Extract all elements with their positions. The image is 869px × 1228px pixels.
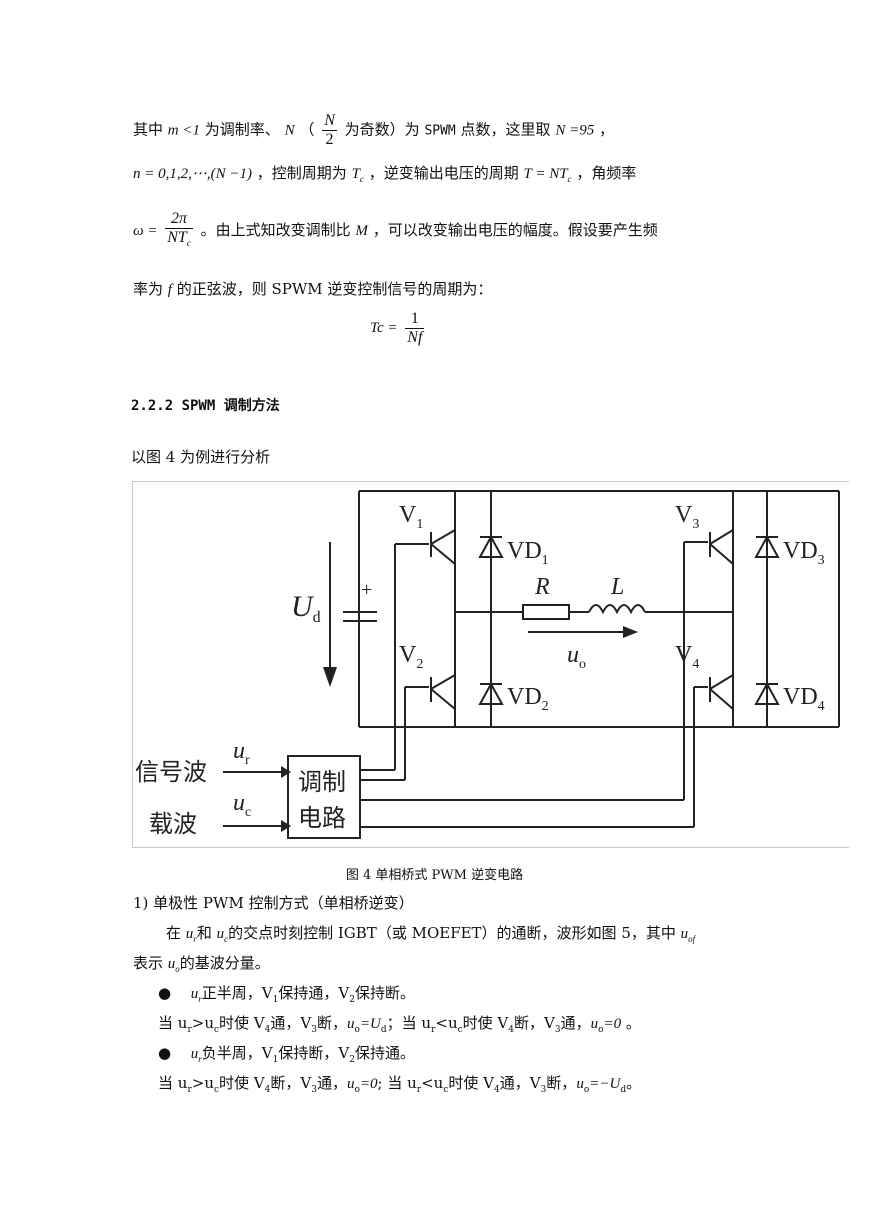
text: 为调制率、 xyxy=(204,120,280,139)
label-V2: V xyxy=(399,642,417,668)
label-carrier-wave: 载波 xyxy=(149,810,197,838)
text: 率为 xyxy=(133,280,164,298)
math-N: N xyxy=(284,122,295,139)
label-VD1: VD xyxy=(507,538,542,564)
text: ，可以改变输出电压的幅度。假设要产生频 xyxy=(372,221,658,240)
text-spwm: SPWM xyxy=(424,123,456,139)
svg-text:VD2: VD2 xyxy=(507,684,549,714)
math-M: M xyxy=(355,223,368,240)
list-item-1: 1) 单极性 PWM 控制方式（单相桥逆变） xyxy=(133,894,414,912)
label-VD4: VD xyxy=(783,684,818,710)
text: 。由上式知改变调制比 xyxy=(200,221,351,240)
figure-caption: 图 4 单相桥式 PWM 逆变电路 xyxy=(345,868,524,883)
condition-line-1: 当 ur>uc时使 V4通，V3断，uo=Ud；当 ur<uc时使 V4断，V3… xyxy=(158,1014,641,1035)
label-modulator-2: 电路 xyxy=(298,804,346,832)
fraction-1-over-Nf: 1 Nf xyxy=(405,310,425,347)
figure-4-circuit: V1 VD1 V2 VD2 V3 VD3 V4 VD4 R L + Ud uo … xyxy=(132,481,849,848)
paragraph-line-2: n = 0,1,2,⋯,(N −1) ，控制周期为 Tc ，逆变输出电压的周期 … xyxy=(133,162,636,184)
condition-line-2: 当 ur>uc时使 V4断，V3通，uo=0; 当 ur<uc时使 V4通，V3… xyxy=(158,1074,642,1095)
text: 其中 xyxy=(133,120,164,139)
paragraph-line-1: 其中 m <1 为调制率、 N （ N 2 为奇数）为 SPWM 点数，这里取 … xyxy=(133,112,614,149)
math-n-range: n = 0,1,2,⋯,(N −1) xyxy=(133,166,252,182)
label-R: R xyxy=(534,574,550,600)
bullet-item-2: ● ur负半周，V1保持断，V2保持通。 xyxy=(158,1044,415,1065)
math-N-95: N =95 xyxy=(555,122,595,139)
label-V1: V xyxy=(399,502,417,528)
fraction-2pi-over-NTc: 2π NTc xyxy=(165,210,193,252)
circuit-diagram: V1 VD1 V2 VD2 V3 VD3 V4 VD4 R L + Ud uo … xyxy=(135,490,840,839)
math-T-eq-NTc: T = NTc xyxy=(523,166,572,184)
bullet-icon: ● xyxy=(158,984,172,1002)
label-VD2: VD xyxy=(507,684,542,710)
svg-text:uo: uo xyxy=(567,642,586,672)
label-uo: u xyxy=(567,642,579,668)
label-modulator-1: 调制 xyxy=(298,768,346,796)
label-V4: V xyxy=(675,642,693,668)
intro-text: 以图 4 为例进行分析 xyxy=(131,448,271,466)
fraction-denominator: NTc xyxy=(165,228,193,252)
paragraph-line-4: 率为 f 的正弦波，则 SPWM 逆变控制信号的周期为： xyxy=(133,278,492,299)
text: 为奇数）为 xyxy=(344,120,420,139)
text: 的正弦波，则 SPWM 逆变控制信号的周期为： xyxy=(176,280,493,298)
svg-text:VD1: VD1 xyxy=(507,538,549,568)
bullet-item-1: ● ur正半周，V1保持通，V2保持断。 xyxy=(158,984,415,1005)
math-f: f xyxy=(167,282,172,298)
math-ur: ur xyxy=(185,926,197,944)
text: （ xyxy=(299,120,315,139)
math-uc: uc xyxy=(216,926,229,944)
svg-text:ur: ur xyxy=(233,738,250,768)
section-heading: 2.2.2 SPWM 调制方法 xyxy=(131,398,280,414)
fraction-numerator: N xyxy=(324,112,335,129)
math-Tc: Tc xyxy=(351,166,364,184)
svg-text:VD4: VD4 xyxy=(783,684,825,714)
svg-text:Ud: Ud xyxy=(291,590,321,626)
label-V3: V xyxy=(675,502,693,528)
text: ，控制周期为 xyxy=(256,164,347,182)
paragraph-unipolar-cont: 表示 uo的基波分量。 xyxy=(133,954,270,974)
fraction-N-over-2: N 2 xyxy=(322,112,337,149)
label-L: L xyxy=(610,574,624,600)
equation-Tc: Tc = 1 Nf xyxy=(370,310,427,347)
text: ， xyxy=(599,120,615,139)
label-ur: u xyxy=(233,738,245,764)
svg-text:VD3: VD3 xyxy=(783,538,825,568)
fraction-numerator: 1 xyxy=(410,310,419,327)
svg-text:V1: V1 xyxy=(399,502,423,532)
label-VD3: VD xyxy=(783,538,818,564)
svg-text:V4: V4 xyxy=(675,642,699,672)
math-uof: uof xyxy=(680,926,696,944)
bullet-icon: ● xyxy=(158,1044,172,1062)
svg-text:V2: V2 xyxy=(399,642,423,672)
label-uc: u xyxy=(233,790,245,816)
paragraph-line-3: ω = 2π NTc 。由上式知改变调制比 M ，可以改变输出电压的幅度。假设要… xyxy=(133,210,658,252)
svg-text:uc: uc xyxy=(233,790,251,820)
equation-lhs: Tc = xyxy=(370,320,398,336)
text: ，角频率 xyxy=(576,164,637,182)
label-plus: + xyxy=(361,579,372,601)
fraction-numerator: 2π xyxy=(171,210,188,227)
math-uo: uo xyxy=(167,956,180,974)
text: ，逆变输出电压的周期 xyxy=(368,164,519,182)
svg-text:V3: V3 xyxy=(675,502,699,532)
text: 点数，这里取 xyxy=(460,120,551,139)
label-Ud: U xyxy=(291,590,315,623)
math-omega: ω = xyxy=(133,223,158,240)
fraction-denominator: 2 xyxy=(322,130,337,149)
math-m-lt-1: m <1 xyxy=(167,122,201,139)
label-signal-wave: 信号波 xyxy=(135,758,207,786)
fraction-denominator: Nf xyxy=(405,328,425,346)
paragraph-unipolar: 在 ur和 uc的交点时刻控制 IGBT（或 MOEFET）的通断，波形如图 5… xyxy=(166,924,696,944)
